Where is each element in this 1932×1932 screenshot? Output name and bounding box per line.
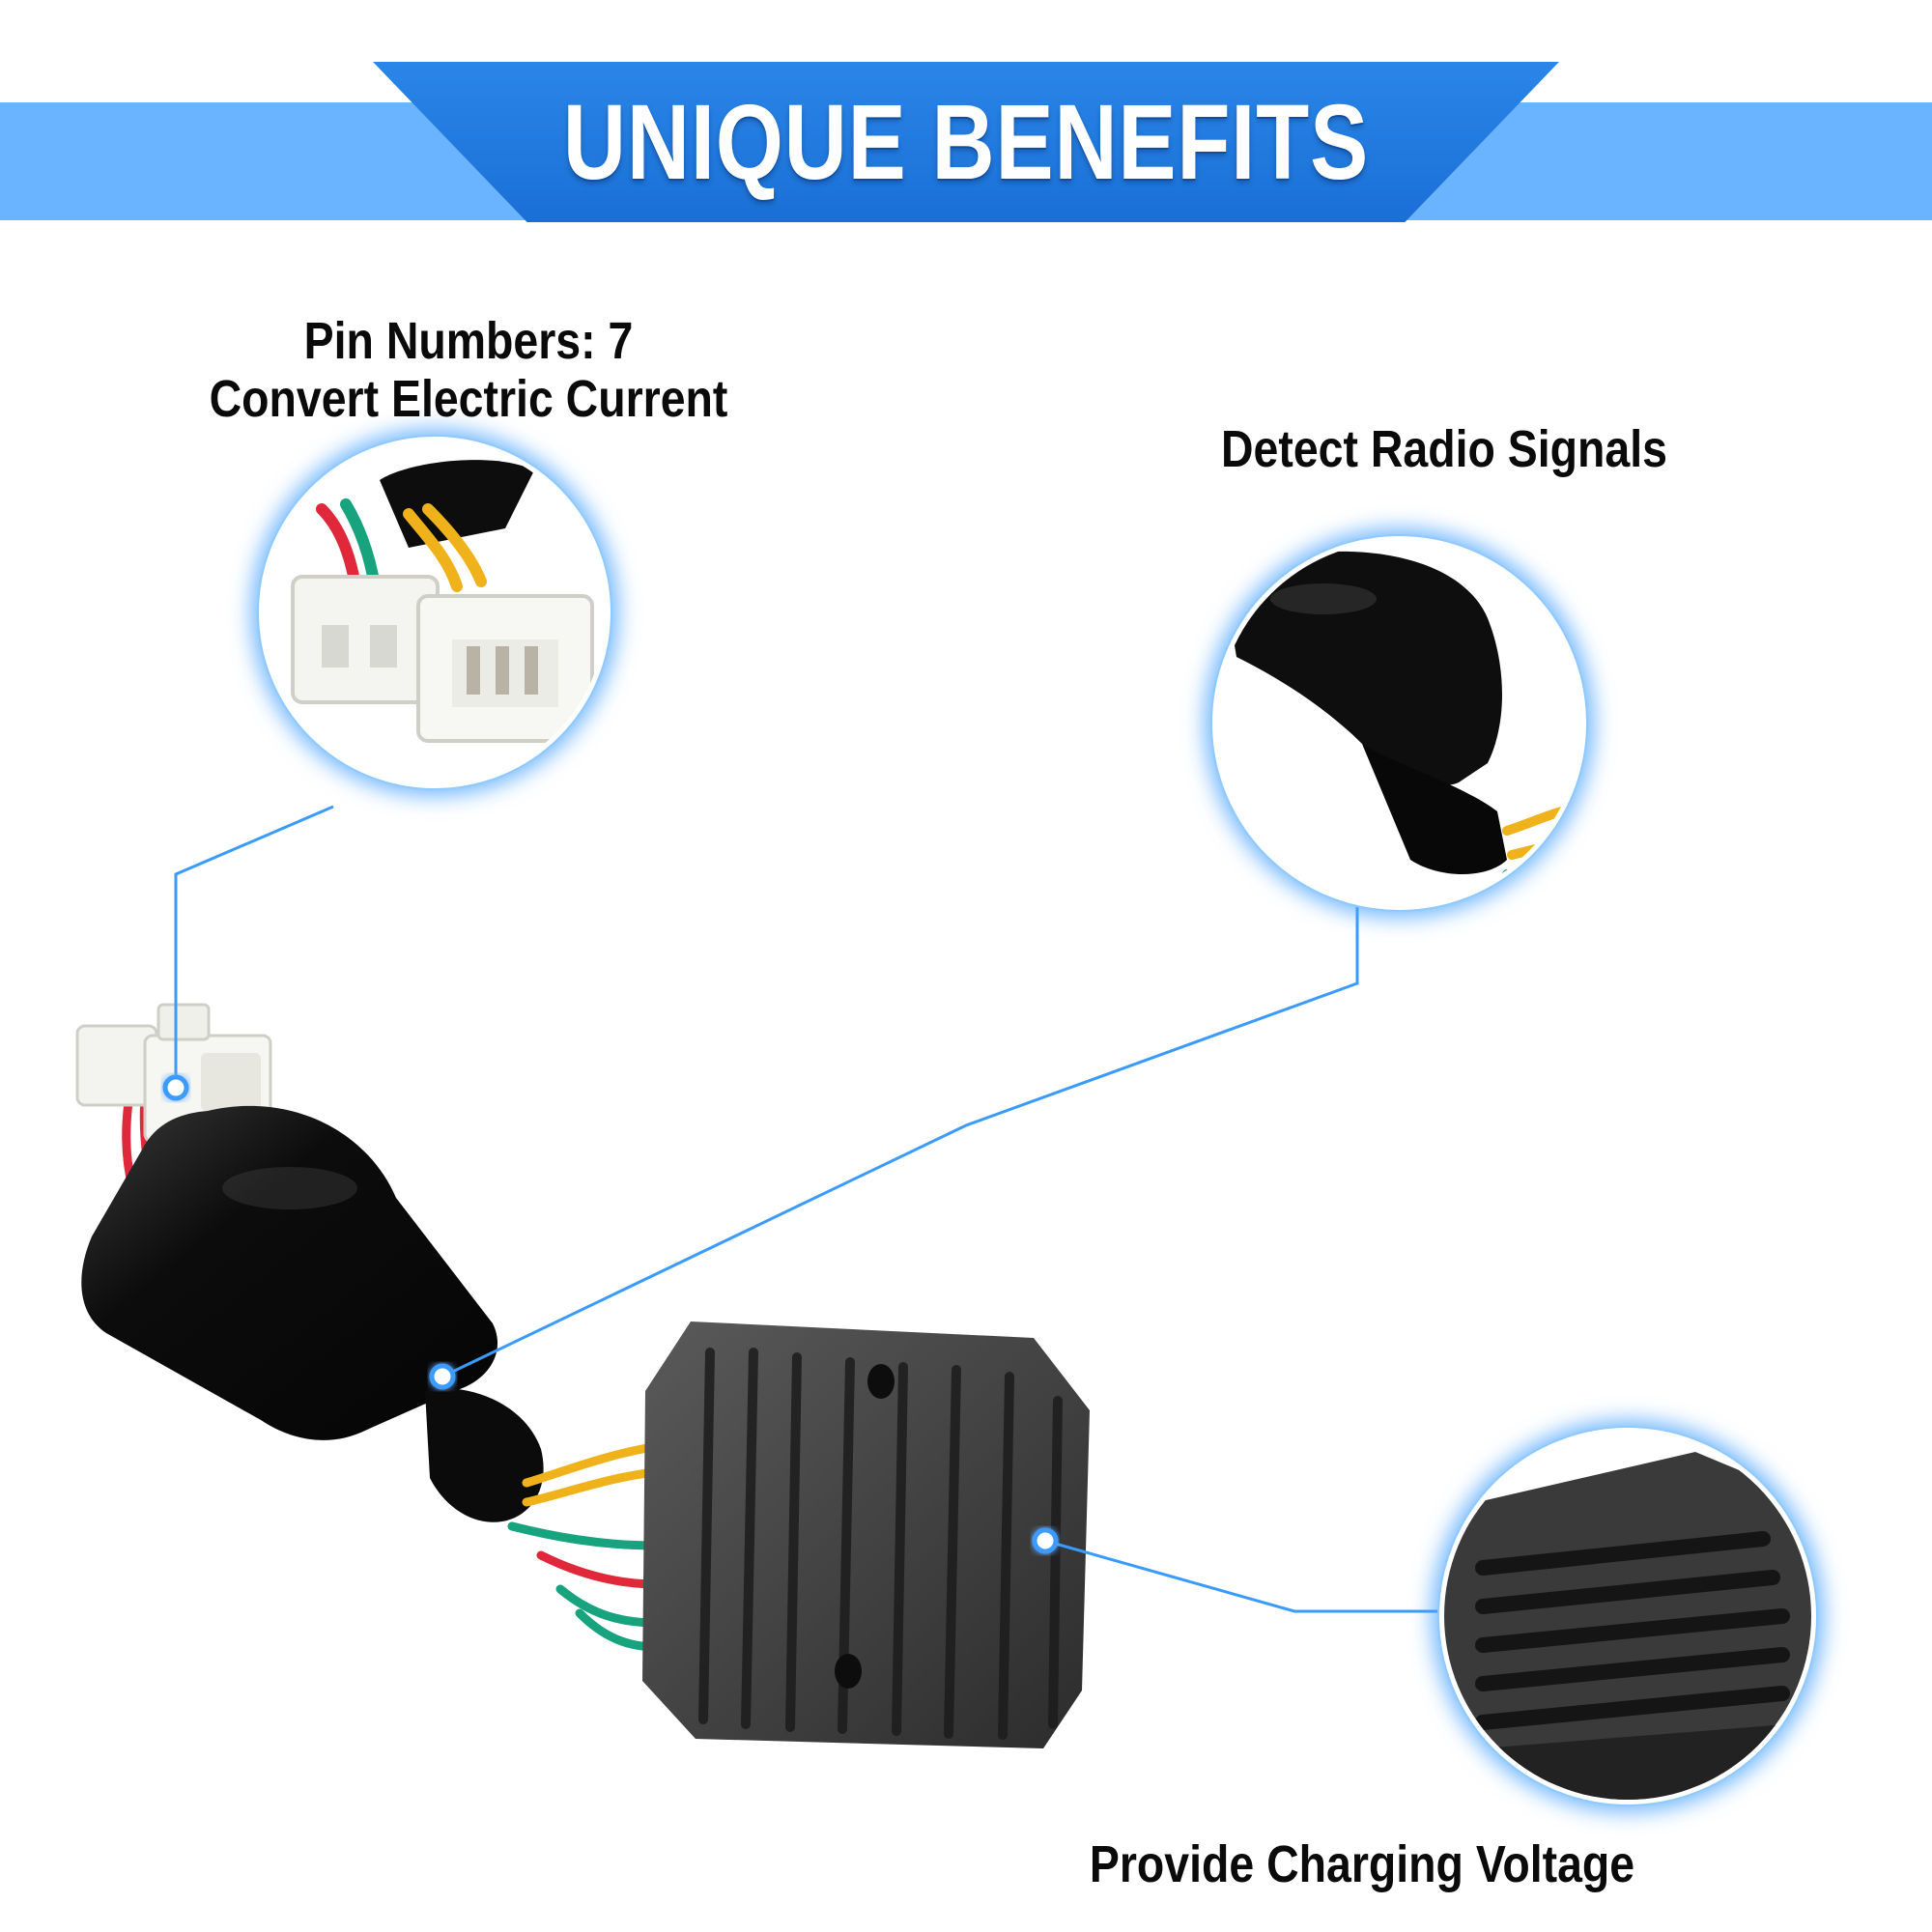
connector-closeup [259, 437, 611, 788]
boot-closeup [1212, 536, 1586, 910]
feature-label-boot: Detect Radio Signals [1179, 420, 1710, 478]
banner-ribbon [373, 62, 1559, 222]
feature-label-boot-line1: Detect Radio Signals [1221, 420, 1667, 478]
feature-label-connector-line1: Pin Numbers: 7 [303, 312, 634, 370]
boot-closeup-image [1217, 541, 1581, 905]
leader-dots [162, 1074, 1059, 1554]
leader-lines [174, 805, 1437, 1613]
connector-closeup-image [264, 441, 606, 783]
feature-label-connector: Pin Numbers: 7 Convert Electric Current [182, 312, 754, 429]
feature-label-heatsink: Provide Charging Voltage [1021, 1835, 1702, 1893]
voltage-regulator [642, 1321, 1090, 1748]
feature-label-heatsink-line1: Provide Charging Voltage [1089, 1835, 1635, 1893]
banner-title: UNIQUE BENEFITS [562, 82, 1370, 202]
heatsink-closeup [1439, 1428, 1816, 1804]
rubber-boot [81, 1105, 544, 1522]
feature-label-connector-line2: Convert Electric Current [209, 370, 728, 429]
heatsink-closeup-image [1444, 1433, 1811, 1800]
